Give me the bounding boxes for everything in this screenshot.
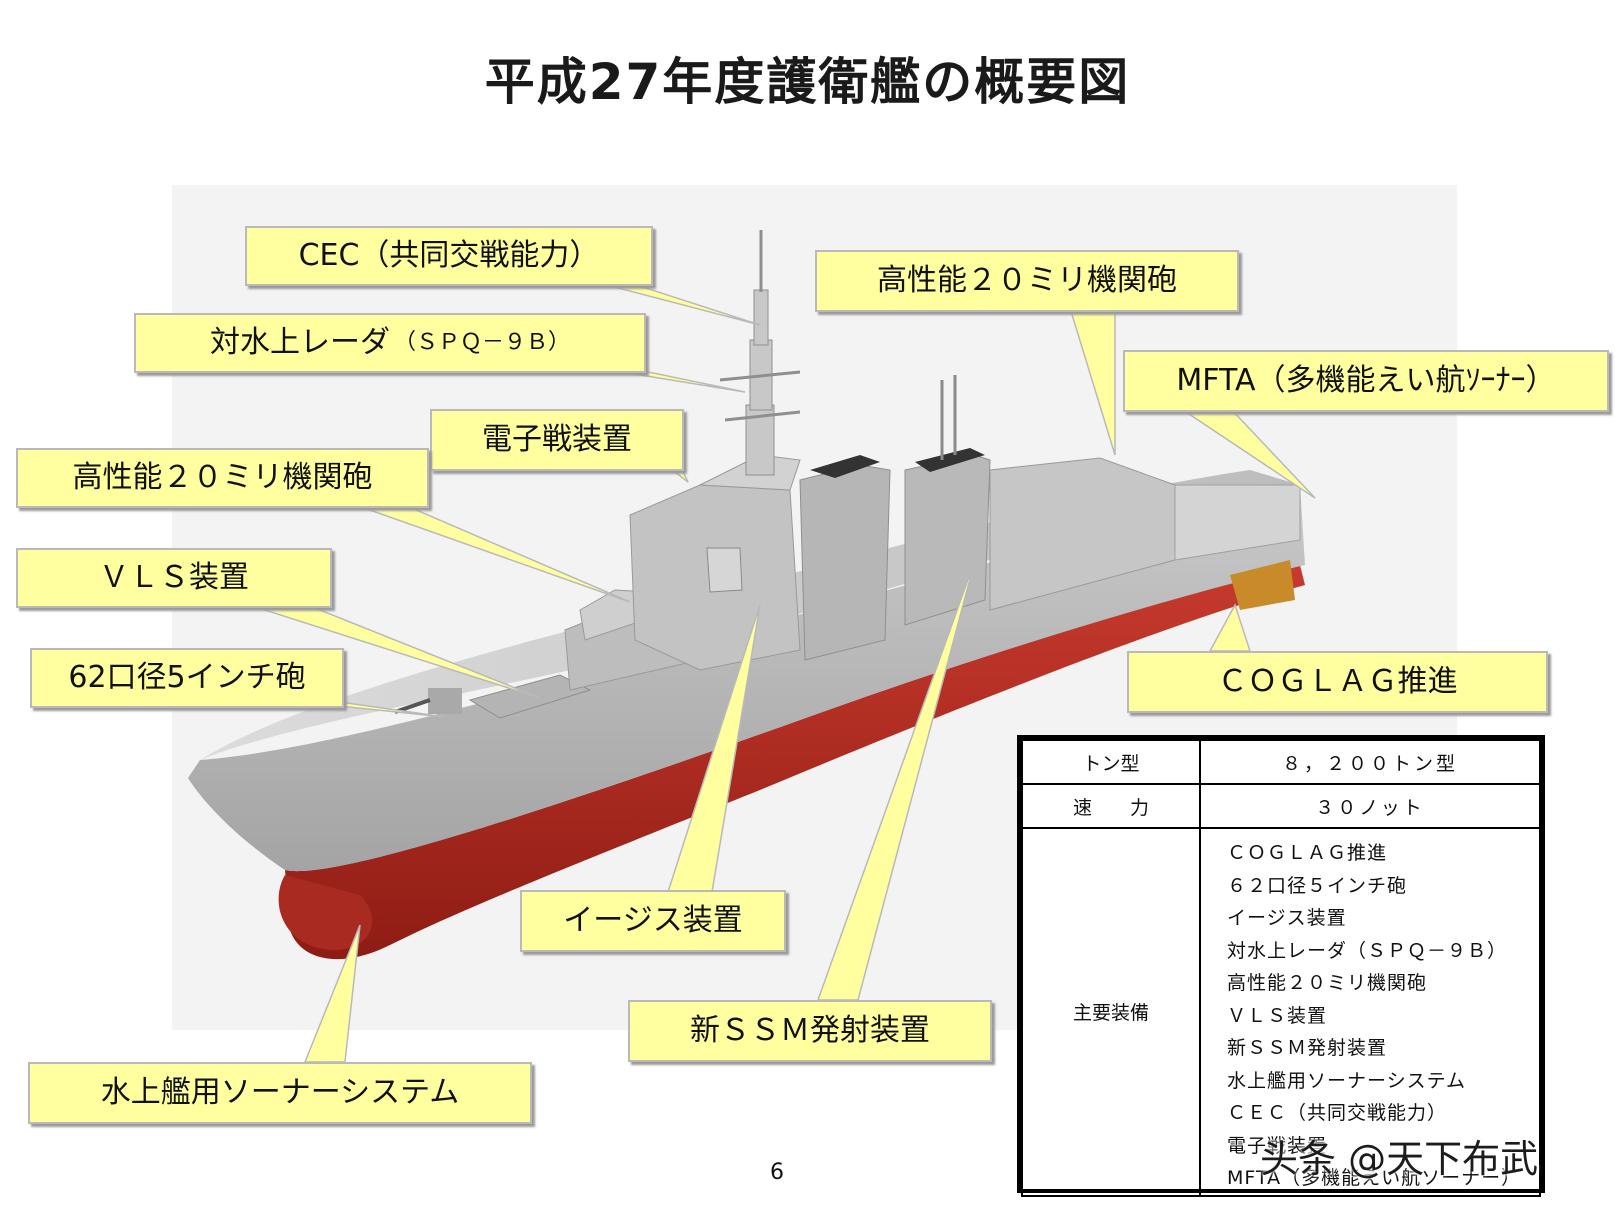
callout-vls-label: ＶＬＳ装置: [99, 560, 249, 595]
equipment-item: ６２口径５インチ砲: [1227, 874, 1408, 897]
callout-cec-label: CEC（共同交戦能力）: [298, 238, 600, 273]
leader-mfta: [1177, 407, 1316, 499]
callout-new-ssm: 新ＳＳＭ発射装置: [628, 1000, 992, 1062]
equipment-item: MFTA（多機能えい航ソーナー）: [1227, 1167, 1522, 1189]
leader-ciws-fwd: [349, 502, 631, 603]
leader-coglag: [1208, 603, 1252, 652]
page-number: 6: [770, 1160, 784, 1185]
callout-coglag: ＣＯＧＬＡＧ推進: [1127, 651, 1548, 713]
main-mast: [719, 230, 801, 476]
callout-cec: CEC（共同交戦能力）: [245, 226, 653, 286]
spec-table: トン型 ８，２００トン型 速 力 ３０ノット 主要装備 ＣＯＧＬＡＧ推進 ６２口…: [1017, 735, 1545, 1197]
equipment-item: 高性能２０ミリ機関砲: [1227, 972, 1428, 994]
callout-ciws-forward: 高性能２０ミリ機関砲: [16, 448, 429, 508]
callout-sonar-label: 水上艦用ソーナーシステム: [100, 1075, 460, 1110]
callout-ssm-label: 新ＳＳＭ発射装置: [690, 1013, 930, 1048]
callout-5in-gun: 62口径5インチ砲: [30, 648, 344, 708]
leader-ssm: [816, 559, 976, 1001]
callout-aegis: イージス装置: [520, 890, 786, 952]
aegis-array-fwd: [706, 547, 743, 593]
spec-row-tonnage: トン型 ８，２００トン型: [1021, 739, 1541, 785]
equipment-item: ＣＥＣ（共同交戦能力）: [1227, 1102, 1448, 1124]
callout-ciws-aft-label: 高性能２０ミリ機関砲: [877, 263, 1177, 298]
forward-vls: [468, 674, 592, 719]
leader-sonar: [303, 924, 361, 1063]
callout-gun-label: 62口径5インチ砲: [68, 660, 306, 695]
spec-row-speed: 速 力 ３０ノット: [1021, 783, 1541, 829]
spec-value-speed: ３０ノット: [1199, 783, 1541, 829]
callout-surface-radar: 対水上レーダ（ＳＰＱ－９Ｂ）: [134, 313, 646, 373]
leader-ciws-aft: [1068, 307, 1116, 456]
spec-label-speed: 速 力: [1021, 783, 1201, 829]
callout-ciws-forward-label: 高性能２０ミリ機関砲: [72, 460, 373, 495]
hull-lower-red: [285, 565, 1305, 960]
callout-coglag-label: ＣＯＧＬＡＧ推進: [1217, 664, 1458, 699]
callout-sonar-system: 水上艦用ソーナーシステム: [28, 1062, 532, 1124]
leader-aegis: [666, 604, 761, 893]
equipment-item: イージス装置: [1227, 907, 1347, 929]
callout-vls: ＶＬＳ装置: [16, 548, 332, 608]
propulsion-area: [1230, 560, 1295, 610]
forward-gun: [394, 688, 462, 714]
callout-mfta-label: MFTA（多機能えい航ｿｰﾅｰ）: [1176, 363, 1556, 398]
callout-mfta: MFTA（多機能えい航ｿｰﾅｰ）: [1123, 350, 1609, 412]
equipment-item: 新ＳＳＭ発射装置: [1227, 1037, 1388, 1059]
equipment-item: ＶＬＳ装置: [1227, 1004, 1328, 1027]
equipment-item: ＣＯＧＬＡＧ推進: [1227, 842, 1388, 864]
spec-label-tonnage: トン型: [1021, 739, 1201, 785]
callout-radar-model: （ＳＰＱ－９Ｂ）: [393, 330, 570, 355]
spec-row-equipment: 主要装備 ＣＯＧＬＡＧ推進 ６２口径５インチ砲 イージス装置 対水上レーダ（ＳＰ…: [1021, 827, 1541, 1197]
callout-aegis-label: イージス装置: [563, 903, 743, 938]
equipment-list: ＣＯＧＬＡＧ推進 ６２口径５インチ砲 イージス装置 対水上レーダ（ＳＰＱ－９Ｂ）…: [1209, 829, 1531, 1195]
callout-ciws-aft: 高性能２０ミリ機関砲: [815, 250, 1239, 312]
callout-ew: 電子戦装置: [430, 409, 684, 471]
page-title: 平成27年度護衛艦の概要図: [484, 53, 1131, 111]
bulbous-bow: [278, 875, 373, 951]
watermark: 头条 @天下布武: [1260, 1137, 1539, 1181]
equipment-item: 電子戦装置: [1227, 1134, 1328, 1157]
callout-radar-label: 対水上レーダ: [209, 325, 390, 360]
callout-ew-label: 電子戦装置: [482, 422, 632, 457]
spec-equipment-cell: ＣＯＧＬＡＧ推進 ６２口径５インチ砲 イージス装置 対水上レーダ（ＳＰＱ－９Ｂ）…: [1199, 827, 1541, 1197]
equipment-item: 水上艦用ソーナーシステム: [1227, 1069, 1467, 1092]
spec-label-equipment: 主要装備: [1021, 827, 1201, 1197]
equipment-item: 対水上レーダ（ＳＰＱ－９Ｂ）: [1227, 939, 1508, 962]
spec-value-tonnage: ８，２００トン型: [1199, 739, 1541, 785]
